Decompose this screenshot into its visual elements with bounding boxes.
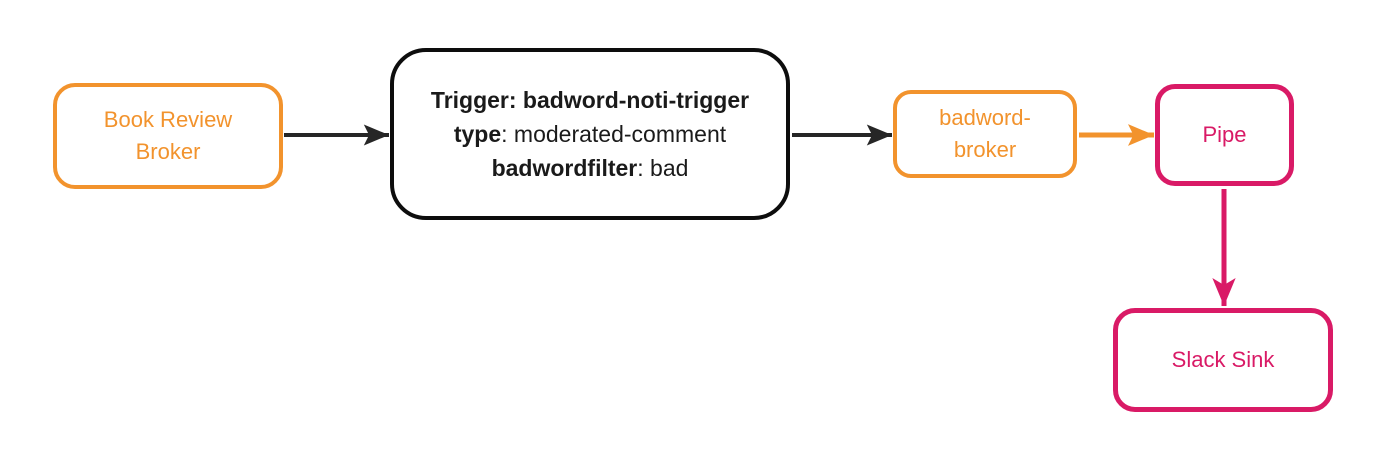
trigger-filter-key: badwordfilter — [491, 155, 638, 181]
node-label: broker — [953, 137, 1017, 162]
node-label: Book Review — [103, 107, 233, 132]
node-label: Pipe — [1202, 122, 1247, 147]
trigger-name-line: Trigger: badword-noti-trigger — [431, 83, 749, 117]
node-label: Broker — [135, 139, 201, 164]
node-label: Slack Sink — [1171, 347, 1275, 372]
node-book-review-broker: Book Review Broker — [53, 83, 283, 189]
trigger-filter-value: : bad — [637, 155, 689, 181]
trigger-type-line: type: moderated-comment — [454, 117, 726, 151]
node-pipe: Pipe — [1155, 84, 1294, 186]
trigger-type-value: : moderated-comment — [501, 121, 727, 147]
trigger-name-text: Trigger: badword-noti-trigger — [430, 87, 750, 113]
trigger-type-key: type — [453, 121, 502, 147]
node-trigger: Trigger: badword-noti-trigger type: mode… — [390, 48, 790, 220]
node-slack-sink: Slack Sink — [1113, 308, 1333, 412]
trigger-filter-line: badwordfilter: bad — [492, 151, 689, 185]
node-label: badword- — [939, 105, 1031, 130]
node-badword-broker: badword- broker — [893, 90, 1077, 178]
